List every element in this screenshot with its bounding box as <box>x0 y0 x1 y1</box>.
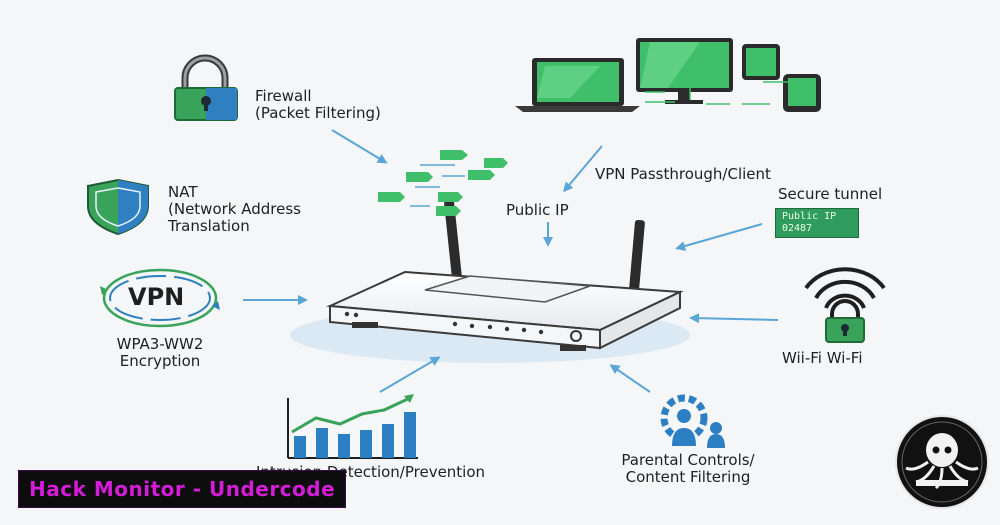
lock-icon <box>174 54 238 121</box>
family-gear-icon <box>660 394 725 448</box>
secure-tunnel-label: Secure tunnel <box>778 185 883 203</box>
arrow-wifi <box>689 313 779 324</box>
vpn-badge-text: VPN <box>128 283 185 311</box>
flow-arrows <box>243 129 779 393</box>
vpn-passthrough-label: VPN Passthrough/Client <box>595 165 771 183</box>
nat-label-line2: (Network Address <box>168 200 301 218</box>
shield-icon <box>87 178 149 236</box>
wpa-label: WPA3-WW2 Encryption <box>94 336 226 370</box>
tablet-icon <box>742 44 780 80</box>
laptop-icon <box>515 58 640 112</box>
parental-label: Parental Controls/ Content Filtering <box>598 452 778 486</box>
arrow-secure-tunnel <box>675 223 763 251</box>
parental-label-line2: Content Filtering <box>625 468 751 486</box>
octopus-logo-icon <box>895 415 989 509</box>
public-ip-label: Public IP <box>506 201 569 219</box>
device-sync-arrows <box>645 81 790 105</box>
brand-banner-text: Hack Monitor - Undercode <box>29 477 336 501</box>
secure-tunnel-box-line2: 02487 <box>782 223 813 234</box>
arrow-ids <box>379 356 441 393</box>
firewall-label: Firewall (Packet Filtering) <box>255 88 381 122</box>
wpa-label-line2: Encryption <box>119 352 201 370</box>
wifi-lock-icon <box>804 267 886 343</box>
brand-banner: Hack Monitor - Undercode <box>18 470 347 508</box>
firewall-label-line2: (Packet Filtering) <box>255 104 381 122</box>
arrow-parental <box>609 364 651 393</box>
wpa-label-line1: WPA3-WW2 <box>116 335 204 353</box>
nat-label: NAT (Network Address Translation <box>168 184 301 235</box>
router-icon <box>326 199 684 351</box>
packet-flow-icon <box>378 150 508 216</box>
parental-label-line1: Parental Controls/ <box>621 451 755 469</box>
vpn-badge-icon <box>100 268 220 328</box>
phone-icon <box>783 74 821 112</box>
nat-label-line1: NAT <box>168 183 198 201</box>
firewall-label-line1: Firewall <box>255 87 312 105</box>
secure-tunnel-box-line1: Public IP <box>782 211 837 222</box>
arrow-vpn-passthrough <box>563 145 603 193</box>
monitor-icon <box>636 38 733 104</box>
bar-chart-icon <box>287 394 418 459</box>
wifi-label: Wii-Fi Wi-Fi <box>782 349 863 367</box>
secure-tunnel-box: Public IP 02487 <box>775 208 859 238</box>
arrow-firewall <box>331 129 388 164</box>
nat-label-line3: Translation <box>168 217 250 235</box>
